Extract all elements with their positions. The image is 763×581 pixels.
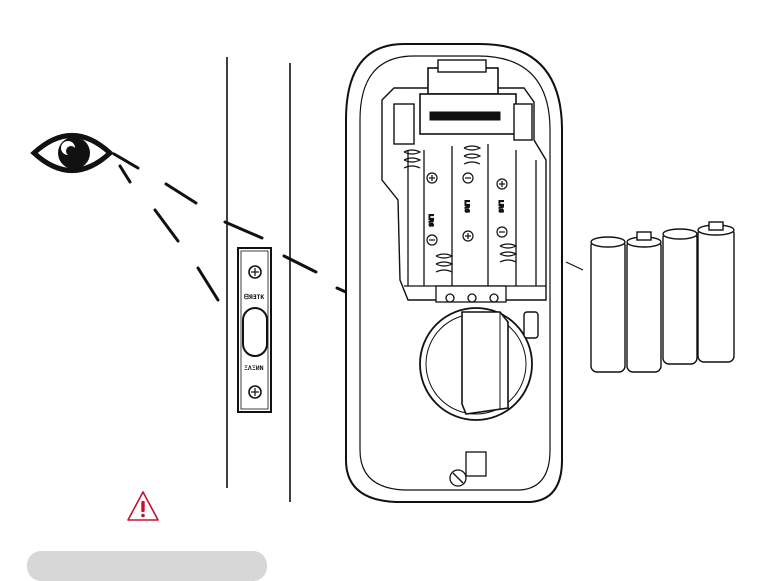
battery-3	[662, 228, 698, 365]
aa-batteries	[590, 221, 735, 373]
strike-plate-label-bottom: ΞΛΞИΝ	[244, 364, 264, 372]
battery-2	[626, 231, 662, 373]
thumbturn	[419, 307, 539, 421]
bottom-screw	[449, 451, 487, 487]
caption-bar	[27, 551, 267, 581]
battery-type-labels: LR6 LR6 LR6	[427, 200, 505, 228]
lock-body: LR6 LR6 LR6	[345, 43, 563, 503]
door-frame	[226, 57, 291, 502]
svg-text:LR6: LR6	[497, 200, 504, 213]
warning-icon	[126, 490, 160, 524]
mount-screws	[435, 285, 507, 303]
install-diagram: ᗺЯƎTK ΞΛΞИΝ	[30, 43, 735, 503]
top-connector	[393, 59, 533, 145]
eye-icon	[30, 133, 114, 173]
battery-4	[697, 221, 735, 363]
strike-plate-label-top: ᗺЯƎTK	[244, 293, 264, 301]
strike-plate: ᗺЯƎTK ΞΛΞИΝ	[237, 247, 272, 413]
svg-text:LR6: LR6	[463, 200, 470, 213]
polarity-markings	[426, 172, 508, 246]
battery-springs	[403, 145, 518, 273]
battery-1	[590, 236, 626, 373]
svg-text:LR6: LR6	[427, 214, 434, 227]
battery-leader-line	[565, 261, 584, 271]
battery-bay	[404, 144, 546, 287]
